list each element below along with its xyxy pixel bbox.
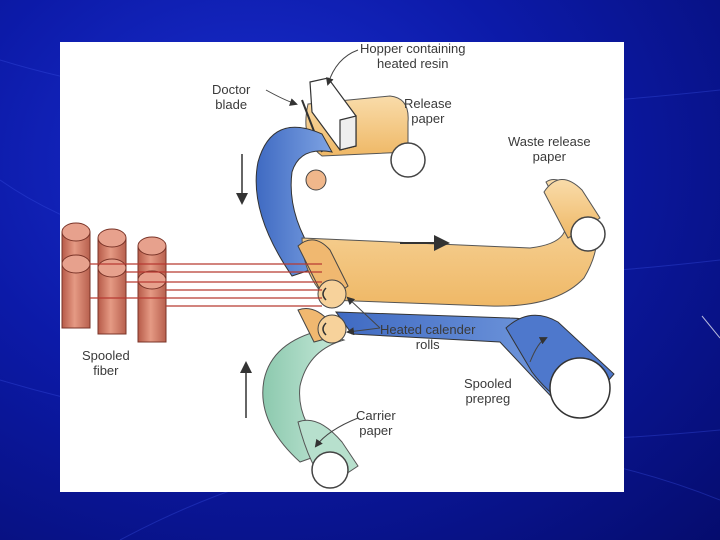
label-leader-lines	[265, 49, 548, 448]
label-fiber-line2: fiber	[93, 363, 119, 378]
label-prepreg-line1: Spooled	[464, 376, 512, 391]
label-waste-release-paper: Waste release paper	[508, 134, 591, 164]
label-prepreg-line2: prepreg	[465, 391, 511, 406]
resin-roll	[305, 169, 327, 191]
label-spooled-fiber: Spooled fiber	[82, 348, 130, 378]
fiber-strands	[90, 263, 322, 307]
label-carrier-paper: Carrier paper	[356, 408, 396, 438]
label-carrier-line2: paper	[359, 423, 393, 438]
label-doctor-line1: Doctor	[212, 82, 251, 97]
prepreg-process-diagram	[61, 49, 615, 489]
label-hopper-line1: Hopper containing	[360, 41, 466, 56]
label-release-line1: Release	[404, 96, 452, 111]
label-fiber-line1: Spooled	[82, 348, 130, 363]
label-spooled-prepreg: Spooled prepreg	[464, 376, 512, 406]
carrier-paper-sheet	[262, 329, 346, 463]
label-carrier-line1: Carrier	[356, 408, 396, 423]
spooled-fiber-spools	[61, 222, 167, 343]
label-release-line2: paper	[411, 111, 445, 126]
label-doctor-blade: Doctor blade	[212, 82, 250, 112]
heated-calender-rolls	[297, 239, 349, 344]
spooled-prepreg-roll-end	[549, 357, 611, 419]
label-hopper: Hopper containing heated resin	[360, 41, 466, 71]
label-waste-line1: Waste release	[508, 134, 591, 149]
carrier-paper-roll-end	[311, 451, 349, 489]
waste-release-roll-end	[570, 216, 606, 252]
diagram-panel: Hopper containing heated resin Doctor bl…	[60, 41, 624, 492]
release-paper-roll	[390, 142, 426, 178]
label-calender-line1: Heated calender	[380, 322, 476, 337]
label-doctor-line2: blade	[215, 97, 248, 112]
resin-film-belt	[255, 126, 333, 277]
label-hopper-line2: heated resin	[376, 56, 449, 71]
label-release-paper: Release paper	[404, 96, 452, 126]
label-waste-line2: paper	[532, 149, 566, 164]
label-heated-calender-rolls: Heated calender rolls	[380, 322, 475, 352]
label-calender-line2: rolls	[415, 337, 440, 352]
